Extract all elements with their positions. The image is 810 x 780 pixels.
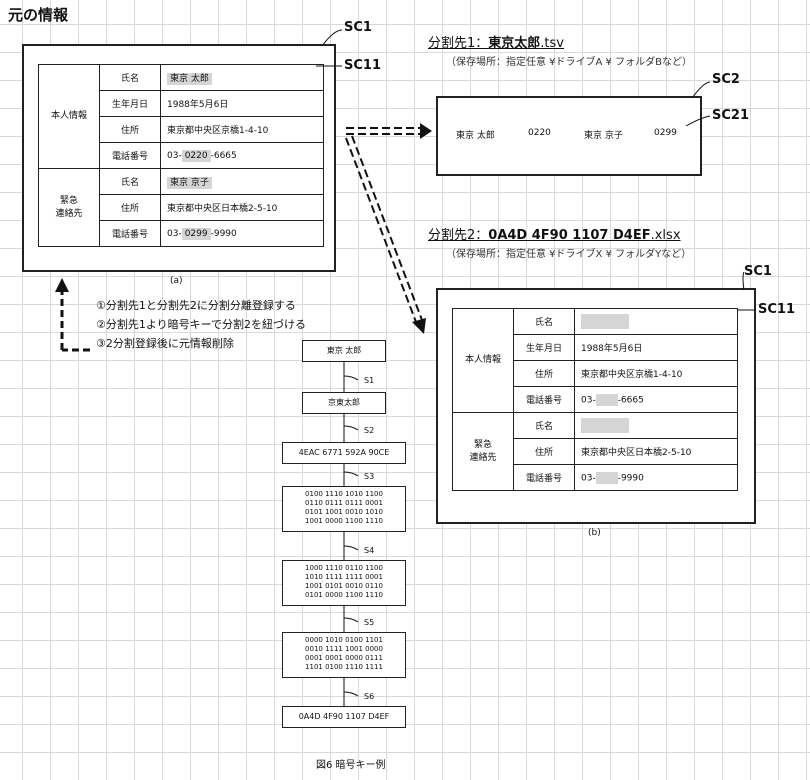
- value-name: 東京 太郎: [167, 73, 212, 85]
- caption-b: (b): [588, 528, 601, 538]
- arrow-to-result: [345, 135, 426, 334]
- emergency-category: 緊急 連絡先: [38, 168, 100, 247]
- page-heading: 元の情報: [8, 6, 69, 24]
- steps-list: ①分割先1と分割先2に分割分離登録する ②分割先1より暗号キーで分割2を紐づける…: [96, 296, 306, 353]
- result-value-birthdate: 1988年5月6日: [574, 334, 738, 361]
- tsv-code1: 0220: [528, 128, 551, 138]
- flow-box-3: 0100 1110 1010 1100 0110 0111 0111 0001 …: [282, 486, 406, 532]
- flow-box-0: 東京 太郎: [302, 340, 386, 362]
- sc21-label: SC21: [712, 108, 749, 123]
- dest1-title: 分割先1：東京太郎.tsv: [428, 36, 564, 51]
- result-value-address: 東京都中央区京橋1-4-10: [574, 360, 738, 387]
- flow-box-1: 京東太郎: [302, 392, 386, 414]
- result-field-emergency-name: 氏名: [513, 412, 575, 439]
- masked-block: [595, 471, 618, 484]
- value-emergency-name: 東京 京子: [167, 177, 212, 189]
- tsv-name1: 東京 太郎: [456, 131, 495, 141]
- masked-block: [581, 314, 629, 329]
- result-value-phone: 03--6665: [574, 386, 738, 413]
- original-info-table: 本人情報 氏名 東京 太郎 生年月日 1988年5月6日 住所 東京都中央区京橋…: [38, 64, 324, 247]
- result-emergency-category: 緊急 連絡先: [452, 412, 514, 491]
- masked-block: [595, 393, 618, 406]
- flow-step-s3: S3: [364, 472, 375, 481]
- flow-step-s6: S6: [364, 692, 375, 701]
- value-emergency-address: 東京都中央区日本橋2-5-10: [160, 194, 324, 221]
- arrow-return: [55, 278, 90, 352]
- dest1-frame: [436, 96, 702, 176]
- result-value-emergency-name: [574, 412, 738, 439]
- flow-step-s1: S1: [364, 376, 375, 385]
- sc2-label: SC2: [712, 72, 740, 87]
- sc1-result-label: SC1: [744, 264, 772, 279]
- result-info-table: 本人情報 氏名 生年月日 1988年5月6日 住所 東京都中央区京橋1-4-10…: [452, 308, 738, 491]
- arrow-to-dest1: [346, 123, 432, 139]
- flow-box-6: 0A4D 4F90 1107 D4EF: [282, 706, 406, 728]
- dest2-note: （保存場所：指定任意 ¥ドライブX ¥ フォルダYなど）: [446, 249, 692, 260]
- dest1-note: （保存場所：指定任意 ¥ドライブA ¥ フォルダBなど）: [446, 57, 692, 68]
- figure-caption: 図6 暗号キー例: [316, 760, 386, 771]
- value-address: 東京都中央区京橋1-4-10: [160, 116, 324, 143]
- result-value-emergency-phone: 03--9990: [574, 464, 738, 491]
- sc11-result-label: SC11: [758, 302, 795, 317]
- flow-box-4: 1000 1110 0110 1100 1010 1111 1111 0001 …: [282, 560, 406, 606]
- step-1: ①分割先1と分割先2に分割分離登録する: [96, 299, 296, 312]
- result-personal-category: 本人情報: [452, 308, 514, 413]
- flow-step-s4: S4: [364, 546, 375, 555]
- label-leaders: [316, 29, 756, 311]
- dest2-title: 分割先2：0A4D 4F90 1107 D4EF.xlsx: [428, 228, 681, 243]
- value-emergency-phone: 03-0299-9990: [160, 220, 324, 247]
- result-value-name: [574, 308, 738, 335]
- flow-step-s5: S5: [364, 618, 375, 627]
- flow-step-s2: S2: [364, 426, 375, 435]
- tsv-code2: 0299: [654, 128, 677, 138]
- caption-a: (a): [170, 276, 183, 286]
- step-3: ③2分割登録後に元情報削除: [96, 337, 234, 350]
- flow-box-5: 0000 1010 0100 1101 0010 1111 1001 0000 …: [282, 632, 406, 678]
- sc1-label: SC1: [344, 20, 372, 35]
- field-emergency-address: 住所: [99, 194, 161, 221]
- flow-connectors: [343, 362, 359, 706]
- flow-box-2: 4EAC 6771 592A 90CE: [282, 442, 406, 464]
- sc11-label: SC11: [344, 58, 381, 73]
- masked-block: [581, 418, 629, 433]
- step-2: ②分割先1より暗号キーで分割2を紐づける: [96, 318, 306, 331]
- tsv-name2: 東京 京子: [584, 131, 623, 141]
